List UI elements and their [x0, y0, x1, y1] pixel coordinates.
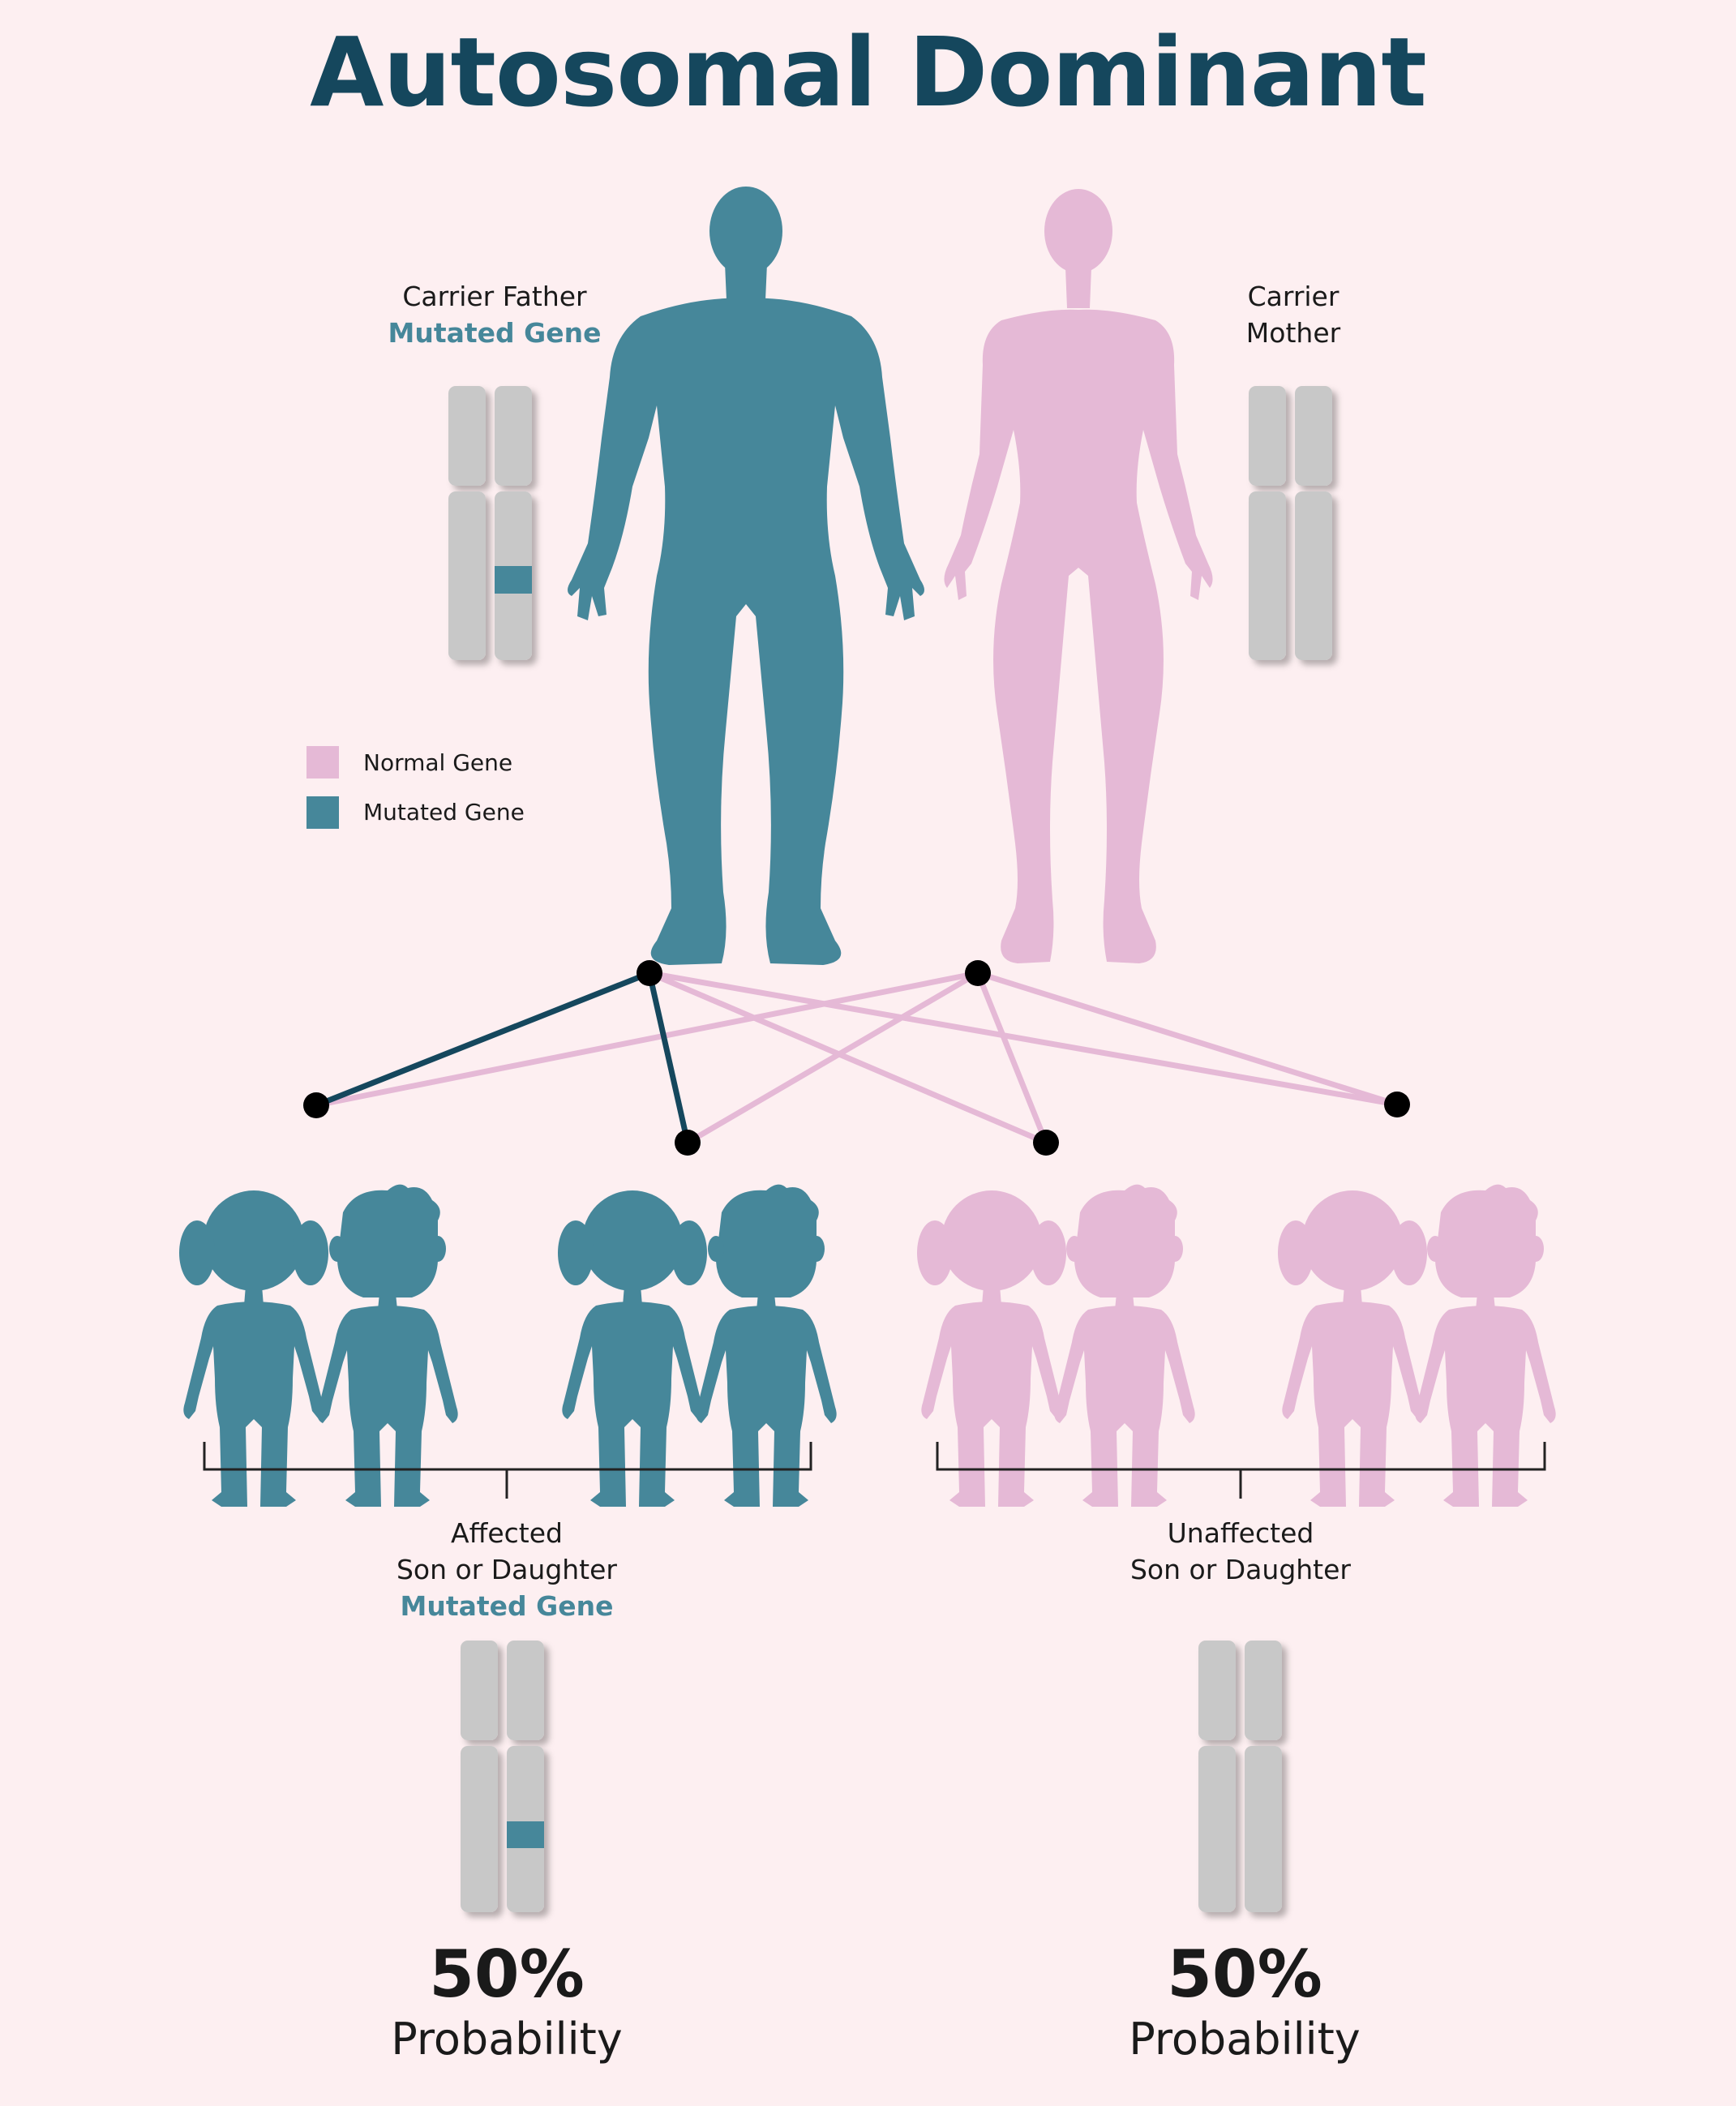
affected-label-line1: Affected: [451, 1517, 563, 1549]
affected-percent: 50%: [429, 1937, 585, 2012]
unaffected-label-line1: Unaffected: [1167, 1517, 1314, 1549]
connection-dots: [303, 960, 1410, 1156]
legend-mutated-swatch: [306, 796, 339, 829]
unaffected-children: [917, 1184, 1556, 1507]
father-label-line1: Carrier Father: [402, 281, 587, 312]
affected-label-line3: Mutated Gene: [400, 1590, 614, 1622]
unaffected-bracket: [936, 1442, 1546, 1499]
mother-label-line2: Mother: [1245, 317, 1341, 349]
unaffected-chromosome-pair: [1198, 1641, 1282, 1912]
mother-label: Carrier Mother: [1159, 278, 1427, 351]
affected-bracket: [203, 1442, 812, 1499]
father-label-line2: Mutated Gene: [388, 317, 602, 349]
page-title: Autosomal Dominant: [310, 16, 1427, 128]
unaffected-percent: 50%: [1167, 1937, 1322, 2012]
unaffected-probability: Probability: [1129, 2014, 1361, 2065]
affected-label-line2: Son or Daughter: [396, 1554, 617, 1585]
father-label: Carrier Father Mutated Gene: [332, 278, 657, 351]
paternal-lines: [313, 970, 691, 1146]
affected-children: [179, 1184, 837, 1507]
unaffected-label: Unaffected Son or Daughter: [1038, 1515, 1443, 1588]
mother-chromosome-pair: [1249, 386, 1332, 660]
affected-label: Affected Son or Daughter Mutated Gene: [304, 1515, 709, 1624]
legend-mutated-label: Mutated Gene: [363, 799, 525, 826]
maternal-lines: [313, 970, 1400, 1146]
unaffected-label-line2: Son or Daughter: [1129, 1554, 1351, 1585]
father-chromosome-pair: [448, 386, 532, 660]
affected-probability: Probability: [391, 2014, 623, 2065]
affected-mutated-band: [507, 1821, 544, 1848]
mother-label-line1: Carrier: [1247, 281, 1340, 312]
father-mutated-band: [495, 566, 532, 594]
legend-normal-swatch: [306, 746, 339, 778]
affected-chromosome-pair: [461, 1641, 544, 1912]
legend-normal-label: Normal Gene: [363, 749, 513, 776]
